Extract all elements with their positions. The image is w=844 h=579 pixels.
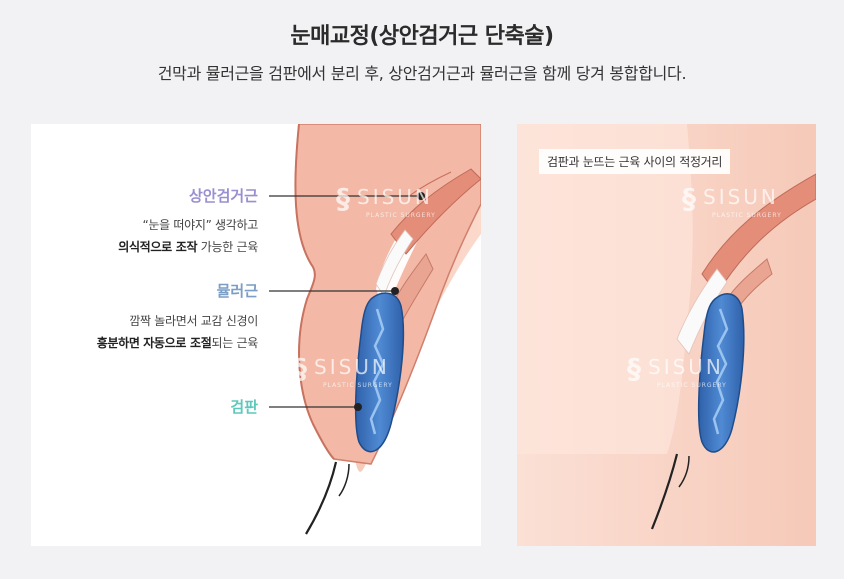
levator-description: “눈을 떠야지” 생각하고 의식적으로 조작 가능한 근육 xyxy=(118,218,258,254)
diagram-panel-normal: §SISUN PLASTIC SURGERY §SISUN PLASTIC SU… xyxy=(31,124,481,546)
watermark-logo: §SISUN PLASTIC SURGERY xyxy=(682,182,782,219)
page-title: 눈매교정(상안검거근 단축술) xyxy=(290,24,554,49)
eyelid-anatomy-illustration xyxy=(269,124,481,535)
label-tarsus: 검판 xyxy=(230,398,258,416)
watermark-logo: §SISUN PLASTIC SURGERY xyxy=(293,352,393,389)
diagram-panel-adjusted: §SISUN PLASTIC SURGERY §SISUN PLASTIC SU… xyxy=(517,124,816,546)
eyelid-adjusted-illustration xyxy=(517,124,816,546)
watermark-logo: §SISUN PLASTIC SURGERY xyxy=(336,182,436,219)
label-levator-muscle: 상안검거근 xyxy=(188,187,258,205)
muller-description: 깜짝 놀라면서 교감 신경이 흥분하면 자동으로 조절되는 근육 xyxy=(96,314,259,350)
label-muller-muscle: 뮬러근 xyxy=(216,282,258,300)
distance-callout: 검판과 눈뜨는 근육 사이의 적정거리 xyxy=(539,149,731,174)
page-subtitle: 건막과 뮬러근을 검판에서 분리 후, 상안검거근과 뮬러근을 함께 당겨 봉합… xyxy=(157,64,687,83)
watermark-logo: §SISUN PLASTIC SURGERY xyxy=(627,352,727,389)
